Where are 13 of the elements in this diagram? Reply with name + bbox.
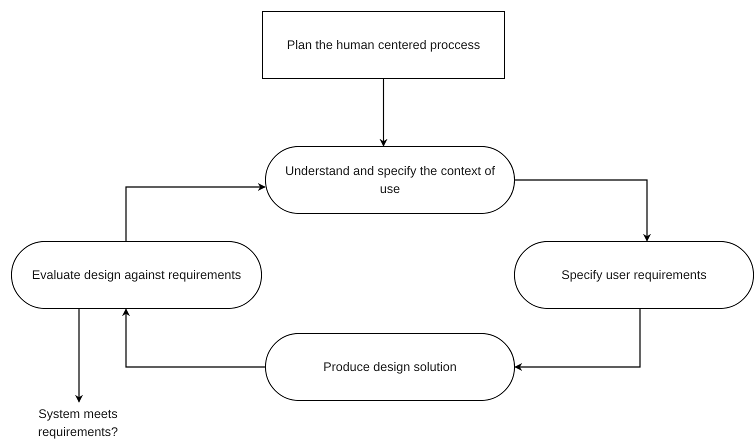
node-label: Plan the human centered proccess xyxy=(286,36,480,54)
arrow xyxy=(125,183,266,241)
arrow xyxy=(380,79,388,147)
node-label: Specify user requirements xyxy=(561,266,707,284)
node-label: Evaluate design against requirements xyxy=(32,266,242,284)
arrow xyxy=(122,308,265,368)
node-label: Produce design solution xyxy=(323,358,457,376)
arrow xyxy=(514,309,641,371)
arrow xyxy=(515,179,651,242)
node-label: Understand and specify the context of use xyxy=(284,162,496,198)
process-box xyxy=(262,11,505,79)
outcome-question: System meets requirements? xyxy=(37,406,119,439)
arrow xyxy=(75,309,83,403)
